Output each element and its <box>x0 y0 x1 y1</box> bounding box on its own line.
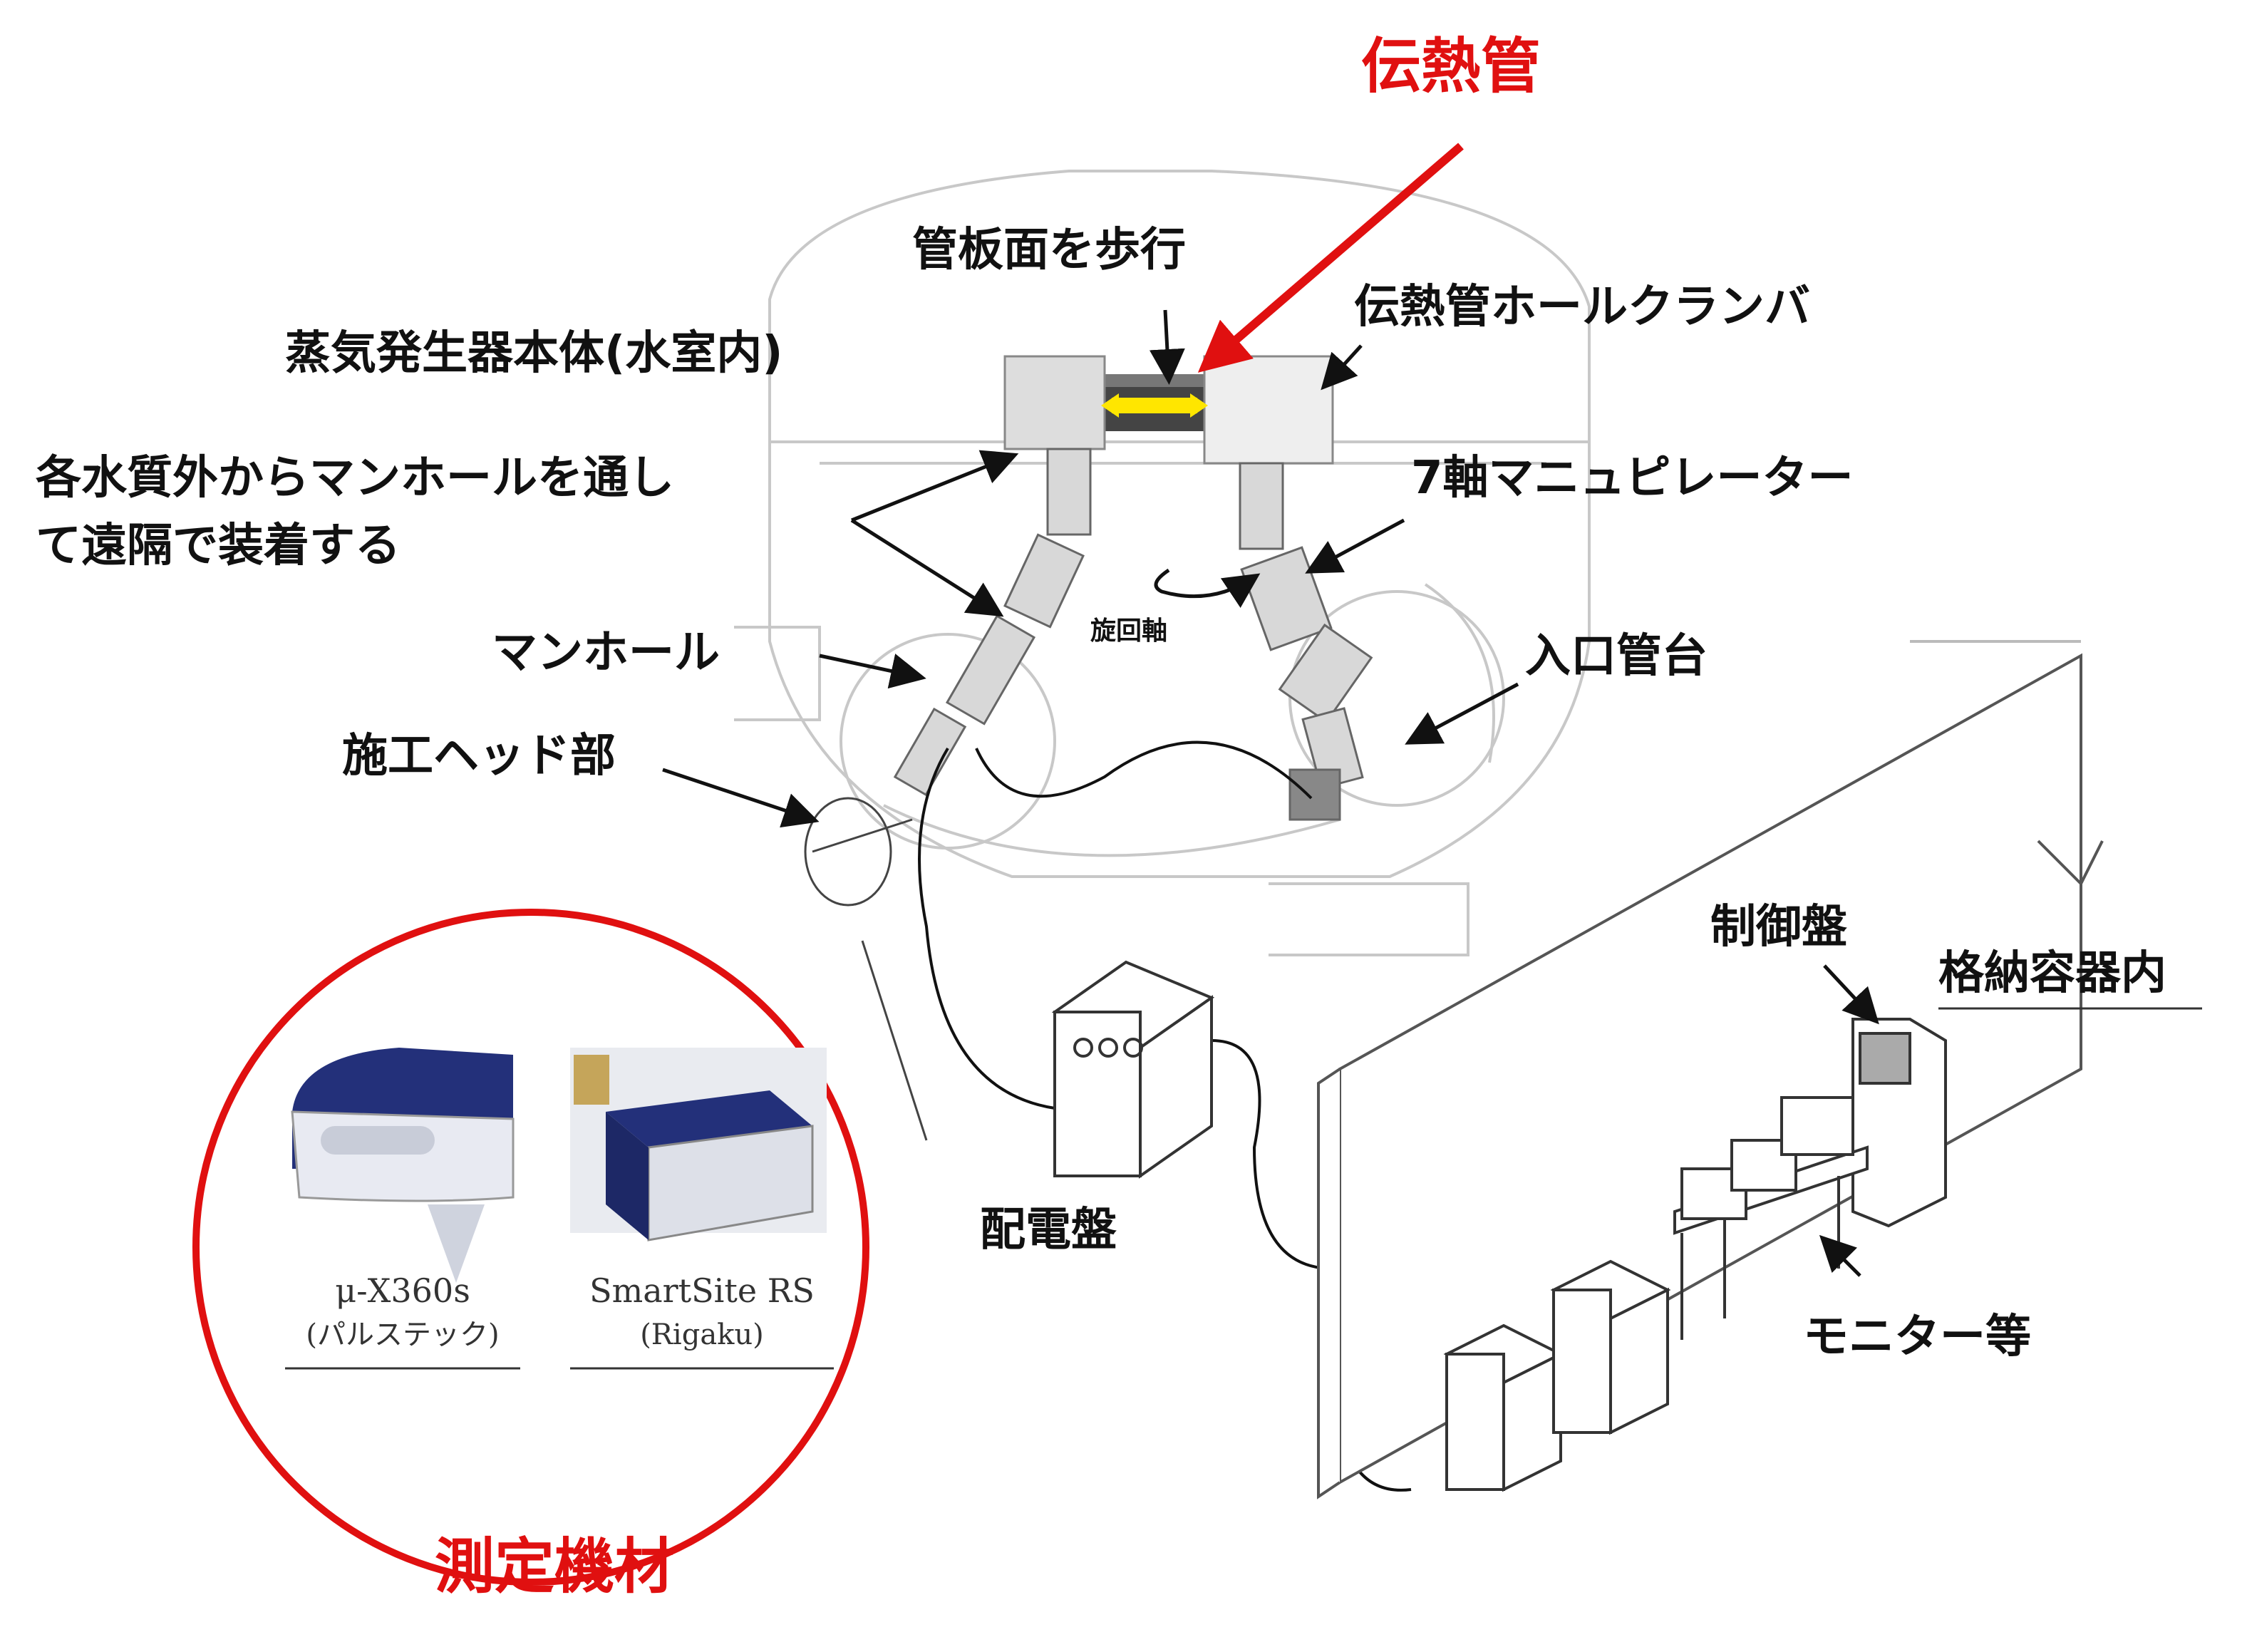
label-manipulator: 7軸マニュピレーター <box>1411 452 1854 505</box>
label-measuring-equipment: 測定機材 <box>435 1532 675 1601</box>
distribution-board-box <box>1051 960 1215 1179</box>
label-control-panel: 制御盤 <box>1710 901 1847 954</box>
label-monitor: モニター等 <box>1803 1311 2031 1363</box>
device-mu-x360s-image <box>291 1048 515 1283</box>
label-manhole: マンホール <box>492 626 720 679</box>
zoom-line-top <box>812 818 913 853</box>
head-zoom-ellipse <box>804 797 892 907</box>
manipulator-arms <box>893 448 1373 821</box>
device-2-name: SmartSite RS <box>589 1271 815 1310</box>
label-head: 施工ヘッド部 <box>342 730 616 783</box>
leader-arrows <box>662 309 1879 1277</box>
device-2-maker: (Rigaku) <box>640 1318 764 1351</box>
label-clamper: 伝熱管ホールクランバ <box>1354 281 1810 334</box>
label-rotation-axis: 旋回軸 <box>1090 616 1168 646</box>
label-containment: 格納容器内 <box>1938 947 2166 1000</box>
equipment-boxes <box>1443 1259 1671 1492</box>
measuring-equipment-circle <box>192 909 869 1586</box>
steam-generator-vessel <box>734 170 1591 956</box>
containment-wall <box>1317 640 2104 1499</box>
label-install-line2: て遠隔で装着する <box>36 520 401 572</box>
label-distribution-board: 配電盤 <box>980 1204 1117 1256</box>
label-tube-sheet-walk: 管板面を歩行 <box>912 224 1186 277</box>
heat-transfer-tube-title: 伝熱管 <box>1361 31 1541 101</box>
heat-tube-arrow <box>1197 143 1464 373</box>
control-panel-equipment <box>1673 1018 1947 1340</box>
zoom-line-bottom <box>861 940 928 1141</box>
device-1-maker: (パルステック) <box>306 1318 500 1351</box>
label-install-line1: 各水質外からマンホールを通し <box>36 452 674 505</box>
label-inlet-nozzle: 入口管台 <box>1525 630 1708 683</box>
device-1-name: μ-X360s <box>335 1271 470 1310</box>
label-sg-body: 蒸気発生器本体(水室内) <box>285 327 783 380</box>
device-smartsite-rs-image <box>570 1048 827 1241</box>
